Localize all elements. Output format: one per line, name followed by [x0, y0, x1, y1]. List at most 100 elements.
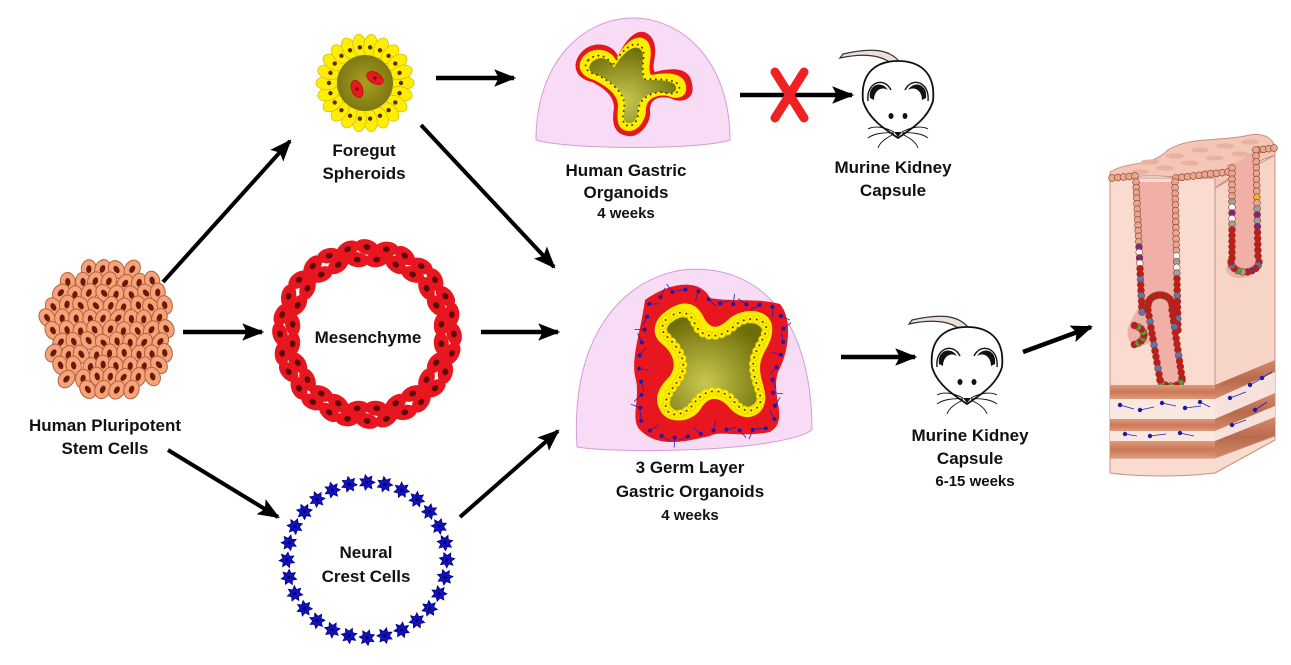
nucleus-dot: [736, 322, 739, 325]
nucleus-dot: [759, 401, 762, 404]
nucleus-dot: [602, 55, 605, 58]
mouse-bottom-label-line2: Capsule: [937, 449, 1003, 468]
mouse-whisker: [901, 133, 919, 149]
mesenchyme-cell: [426, 352, 446, 374]
nucleus-dot: [756, 406, 759, 409]
arrow-mouse-to-tissue: [1022, 324, 1094, 355]
nucleus-dot: [586, 69, 589, 72]
gastric-pit: [1166, 153, 1184, 159]
neuron-body: [1122, 431, 1128, 437]
nucleus-dot: [738, 405, 741, 408]
mouse-eye: [902, 113, 908, 119]
mouse-whisker: [970, 392, 998, 399]
neuron-body: [770, 377, 775, 382]
muscle-layer: [1110, 441, 1215, 458]
nucleus-dot: [644, 96, 647, 99]
mouse-whisker: [936, 392, 964, 399]
nucleus-dot: [681, 370, 684, 373]
nucleus-dot: [678, 311, 681, 314]
nucleus-dot: [662, 331, 665, 334]
three-germ-duration: 4 weeks: [661, 507, 719, 524]
nucleus-dot: [641, 62, 644, 65]
nucleus-dot: [729, 396, 732, 399]
neuron-body: [770, 304, 775, 309]
three-germ-layer-organoid-illustration: [575, 268, 813, 452]
nucleus-dot: [592, 55, 595, 58]
nucleus-dot: [649, 93, 652, 96]
nucleus-dot: [755, 350, 758, 353]
nucleus-dot: [693, 322, 696, 325]
neuron-body: [731, 302, 736, 307]
mouse-tail: [907, 315, 973, 335]
neuron-axon: [1139, 406, 1155, 411]
nucleus-dot: [733, 401, 736, 404]
mouse-whisker: [867, 132, 895, 139]
nucleus-dot: [743, 408, 746, 411]
nucleus-dot: [753, 375, 756, 378]
nucleus-dot: [631, 124, 634, 127]
nucleus-dot: [675, 82, 678, 85]
arrow-hpsc-to-foregut: [161, 139, 292, 284]
neuron-body: [639, 340, 644, 345]
nucleus-dot: [690, 316, 693, 319]
nucleus-dot: [636, 43, 639, 46]
neuron-axon: [1184, 405, 1202, 409]
neuron-body: [696, 289, 701, 294]
nucleus-dot: [690, 405, 693, 408]
nucleus-dot: [617, 89, 620, 92]
nucleus-dot: [623, 104, 626, 107]
nucleus-dot: [622, 110, 625, 113]
nucleus-dot: [660, 78, 663, 81]
mesenchyme-cell: [288, 352, 308, 374]
mouse-whisker: [936, 398, 964, 405]
nucleus-dot: [673, 413, 676, 416]
nucleus-dot: [609, 82, 612, 85]
mesenchyme-cell: [299, 276, 316, 300]
nucleus-dot: [750, 409, 753, 412]
nucleus-dot: [665, 92, 668, 95]
mesenchyme-cell: [446, 322, 462, 346]
nucleus-dot: [615, 58, 618, 61]
mouse-icon: [907, 315, 1004, 415]
organoid-lumen: [589, 47, 676, 124]
epithelial-cell: [1227, 258, 1235, 266]
nucleus-dot: [685, 409, 688, 412]
nucleus-dot: [607, 58, 610, 61]
neuron-body: [724, 427, 729, 432]
mouse-whisker: [970, 399, 988, 415]
mesenchyme-cell: [272, 322, 288, 346]
mesenchyme-cell: [385, 255, 407, 275]
neuron-body: [1259, 375, 1265, 381]
neuron-body: [645, 314, 650, 319]
hpsc-cluster-illustration: [38, 259, 175, 400]
hgo-duration: 4 weeks: [597, 205, 655, 222]
mouse-tail: [838, 49, 904, 69]
neuron-body: [778, 313, 783, 318]
nucleus-dot: [622, 120, 625, 123]
nucleus-dot: [664, 319, 667, 322]
mesenchyme-ring-illustration: [272, 239, 462, 429]
mesenchyme-cell: [345, 400, 370, 416]
nucleus-dot: [707, 334, 710, 337]
neuron-body: [757, 302, 762, 307]
nucleus-dot: [618, 53, 621, 56]
nucleus-dot: [678, 351, 681, 354]
nucleus-dot: [613, 85, 616, 88]
mouse-whisker: [946, 399, 964, 415]
nucleus-dot: [685, 312, 688, 315]
mouse-ear-right: [908, 84, 927, 100]
neuron-body: [718, 301, 723, 306]
mouse-eye: [971, 379, 977, 385]
mouse-eye: [957, 379, 963, 385]
three-germ-label-line2: Gastric Organoids: [616, 482, 764, 501]
neuron-axon: [1229, 391, 1247, 399]
neuron-body: [706, 297, 711, 302]
nucleus-dot: [710, 390, 713, 393]
neuron-body: [637, 353, 642, 358]
epithelial-nuclei: [584, 43, 681, 127]
gastric-pit: [1241, 139, 1259, 145]
nucleus-dot: [755, 318, 758, 321]
mouse-head: [861, 60, 935, 140]
neuron-body: [737, 428, 742, 433]
